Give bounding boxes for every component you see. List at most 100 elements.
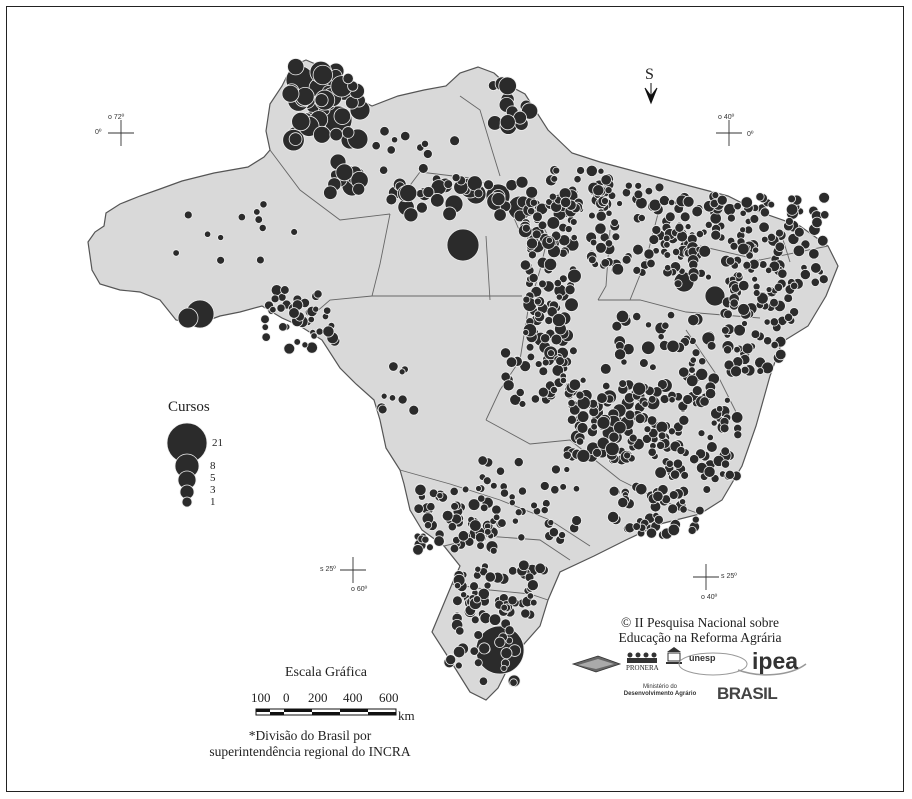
course-marker — [520, 608, 531, 619]
course-marker — [816, 234, 829, 247]
course-marker — [259, 200, 268, 209]
course-marker — [763, 318, 771, 326]
course-marker — [742, 260, 752, 270]
note-line: superintendência regional do INCRA — [209, 744, 411, 759]
course-marker — [509, 393, 522, 406]
course-marker — [752, 282, 761, 291]
course-marker — [564, 284, 576, 296]
course-marker — [621, 187, 632, 198]
course-marker — [610, 218, 619, 227]
course-marker — [417, 163, 429, 174]
course-marker — [420, 139, 430, 148]
course-marker — [632, 381, 647, 396]
course-marker — [497, 518, 507, 528]
course-marker — [341, 126, 355, 139]
course-marker — [691, 348, 701, 358]
course-marker — [534, 360, 543, 368]
arrow-icon — [644, 83, 658, 105]
course-marker — [515, 387, 525, 398]
course-marker — [723, 345, 733, 355]
course-marker — [669, 469, 681, 480]
course-marker — [616, 200, 623, 207]
course-marker — [400, 130, 411, 142]
course-marker — [466, 175, 483, 192]
course-marker — [573, 175, 582, 184]
course-marker — [449, 486, 459, 497]
course-marker — [498, 76, 517, 96]
course-marker — [509, 678, 518, 687]
course-marker — [658, 194, 670, 207]
course-marker — [730, 411, 744, 424]
scale-unit: km — [398, 708, 415, 723]
course-marker — [445, 654, 457, 666]
course-marker — [477, 587, 490, 600]
course-marker — [526, 592, 535, 600]
course-marker — [576, 448, 591, 463]
course-marker — [676, 446, 686, 456]
course-marker — [665, 459, 674, 468]
course-marker — [810, 262, 822, 274]
course-marker — [571, 515, 582, 526]
course-marker — [575, 437, 585, 446]
course-marker — [276, 303, 286, 313]
legend-title: Cursos — [168, 399, 210, 415]
course-marker — [570, 234, 578, 242]
course-marker — [645, 527, 658, 539]
coord-label-nw-lon: o 72º — [108, 114, 125, 121]
course-marker — [766, 232, 776, 242]
course-marker — [323, 185, 338, 200]
course-marker — [502, 379, 515, 392]
course-marker — [710, 419, 718, 427]
course-marker — [508, 499, 516, 507]
course-marker — [632, 243, 644, 256]
course-marker — [455, 626, 465, 636]
course-marker — [769, 297, 779, 308]
course-marker — [537, 220, 548, 231]
course-marker — [283, 342, 296, 355]
course-marker — [668, 198, 676, 207]
brazil-outline — [87, 59, 839, 701]
course-marker — [679, 498, 687, 506]
course-marker — [667, 503, 679, 515]
course-marker — [489, 546, 498, 555]
course-marker — [663, 251, 672, 259]
course-marker — [605, 441, 620, 457]
course-marker — [499, 488, 510, 498]
coord-label-se-lon: o 40º — [701, 594, 718, 601]
course-marker — [785, 217, 794, 226]
course-marker — [529, 198, 538, 207]
course-marker — [623, 451, 632, 460]
course-marker — [511, 517, 519, 525]
course-marker — [705, 273, 712, 281]
course-marker — [676, 230, 688, 243]
legend-value: 5 — [210, 472, 216, 484]
course-marker — [493, 208, 507, 222]
course-marker — [528, 250, 537, 260]
course-marker — [426, 502, 436, 512]
scale-tick: 0 — [283, 690, 290, 705]
credit-line: © II Pesquisa Nacional sobre — [621, 615, 779, 630]
course-marker — [559, 483, 567, 491]
course-marker — [478, 642, 491, 655]
course-marker — [552, 166, 561, 175]
brasil-logo: BRASIL — [717, 684, 778, 703]
course-marker — [687, 314, 700, 327]
course-marker — [608, 485, 620, 497]
course-marker — [522, 328, 530, 336]
course-marker — [290, 228, 299, 236]
course-marker — [513, 209, 527, 223]
course-marker — [628, 433, 638, 443]
course-marker — [706, 441, 718, 453]
course-marker — [691, 205, 703, 218]
course-marker — [408, 404, 420, 416]
course-marker — [607, 511, 620, 524]
course-marker — [517, 533, 526, 542]
course-marker — [595, 241, 607, 254]
course-marker — [558, 274, 568, 284]
coord-label-nw-lat: 0º — [95, 129, 102, 136]
course-marker — [698, 244, 712, 258]
course-marker — [818, 274, 829, 285]
course-marker — [386, 145, 396, 155]
course-marker — [749, 214, 760, 224]
course-marker — [691, 385, 703, 396]
